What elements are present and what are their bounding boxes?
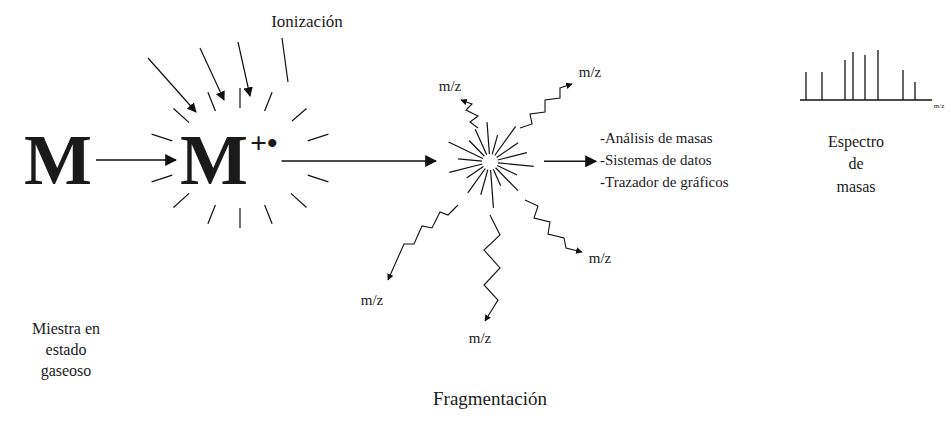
fragment-squiggle xyxy=(461,100,478,128)
ion-ray xyxy=(239,88,240,108)
stage-title: Fragmentación xyxy=(433,388,547,411)
molecule-letter: M xyxy=(24,124,92,196)
ionization-line xyxy=(282,38,288,82)
list-item: -Análisis de masas xyxy=(600,128,729,150)
ionization-arrows xyxy=(148,38,288,112)
fragment-mz: m/z xyxy=(439,77,462,95)
fragment-ray xyxy=(491,170,494,208)
ion-ray xyxy=(291,193,307,207)
fragment-mz: m/z xyxy=(589,249,612,267)
spectrum-caption: Espectro de masas xyxy=(828,131,884,198)
ion-charge: +• xyxy=(250,128,278,158)
spectrum-peak xyxy=(914,82,915,100)
fragment-ray xyxy=(498,153,527,160)
fragmentation-burst: Fragmentación xyxy=(440,112,540,212)
spectrum-peak xyxy=(877,50,878,100)
ion-ray xyxy=(292,109,307,122)
ion-rays xyxy=(152,88,329,228)
ion-ray xyxy=(265,92,273,111)
fragment-mz: m/z xyxy=(469,329,492,347)
list-item: -Trazador de gráficos xyxy=(600,172,729,194)
process-label: Ionización xyxy=(271,12,343,32)
fragment-ray xyxy=(496,168,518,191)
fragment-ray xyxy=(458,159,482,161)
sample-caption: Miestra en estado gaseoso xyxy=(24,319,108,381)
ionization-arrow xyxy=(148,58,196,112)
flow-arrow xyxy=(96,159,176,161)
fragment-ray xyxy=(449,164,482,172)
fragment-mz: m/z xyxy=(579,63,602,81)
fragment-ray xyxy=(493,169,500,185)
molecule-symbol: M xyxy=(24,124,92,196)
fragment-ray xyxy=(498,163,534,167)
fragment-squiggle xyxy=(525,200,582,252)
fragment-ray xyxy=(492,135,497,154)
processing-list: -Análisis de masas-Sistemas de datos-Tra… xyxy=(600,128,729,193)
flow-arrow xyxy=(282,160,436,162)
ion-ray xyxy=(174,109,190,123)
spectrum-peak xyxy=(852,52,853,100)
ionization-arrow xyxy=(238,42,250,96)
fragment-ray xyxy=(487,122,489,154)
fragment-squiggle xyxy=(520,84,572,128)
ion-ray xyxy=(265,205,273,224)
spectrum-peak xyxy=(805,72,806,100)
ion-ray xyxy=(208,92,216,111)
fragment-ray xyxy=(497,165,517,175)
ion-ray xyxy=(308,134,329,141)
fragment-mz: m/z xyxy=(361,291,384,309)
ion-letter: M xyxy=(180,124,248,196)
fragment-squiggles xyxy=(388,84,582,321)
spectrum-peak xyxy=(902,70,903,100)
flow-arrow xyxy=(544,161,596,163)
fragment-squiggle xyxy=(388,205,458,280)
ion-ray xyxy=(239,208,240,228)
ion-symbol: M+• xyxy=(180,124,278,196)
list-item: -Sistemas de datos xyxy=(600,150,729,172)
burst-outline xyxy=(440,112,540,212)
ionization-arrow xyxy=(200,48,224,100)
axis-label: m/z xyxy=(934,102,945,110)
ion-ray xyxy=(308,175,329,182)
fragment-ray xyxy=(467,167,484,178)
spectrum-axis xyxy=(800,99,932,100)
spectrum-peak xyxy=(864,55,865,100)
ion-ray xyxy=(152,175,173,182)
spectrum-figure xyxy=(800,50,932,100)
spectrum-peak xyxy=(821,72,822,100)
fragment-squiggle xyxy=(484,215,500,321)
fragment-ray xyxy=(475,129,487,155)
fragment-ray xyxy=(468,168,486,192)
ion-ray xyxy=(208,205,216,224)
fragment-ray xyxy=(449,142,483,158)
ion-ray xyxy=(152,134,173,141)
spectrum-peak xyxy=(844,60,845,100)
fragment-ray xyxy=(469,141,484,157)
